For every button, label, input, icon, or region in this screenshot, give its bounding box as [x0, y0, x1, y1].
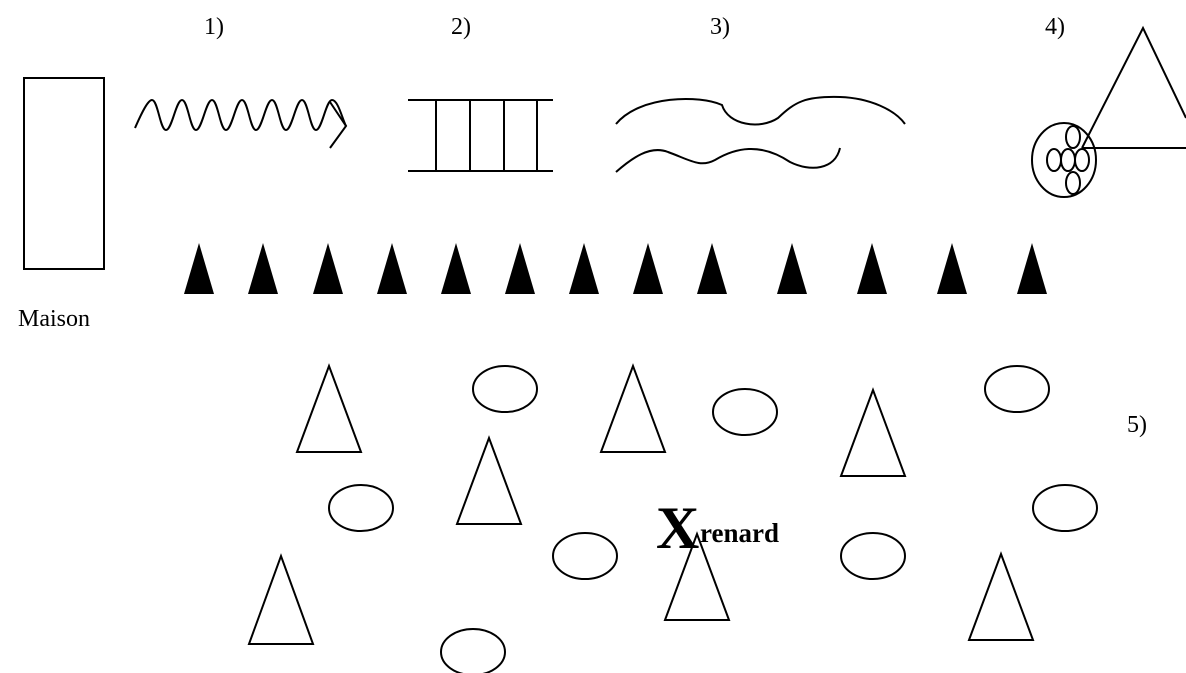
- tree-triangle: [455, 435, 523, 525]
- tree-group: [247, 363, 1035, 645]
- label-symbol-3: 3): [710, 14, 730, 40]
- tree-triangle: [839, 387, 907, 477]
- small-oval: [1060, 148, 1076, 172]
- hedge-triangle: [777, 243, 807, 294]
- fox-label: renard: [700, 518, 779, 548]
- small-oval: [1065, 171, 1081, 195]
- symbol-3-wavy-lines: [615, 95, 906, 173]
- zigzag-line: [134, 98, 347, 132]
- small-oval: [1046, 148, 1062, 172]
- zigzag-arrowhead: [329, 101, 348, 149]
- symbol-4-circle-triangle: [1031, 25, 1186, 198]
- bush-group: [328, 365, 1098, 673]
- hedge-row: [184, 243, 1047, 294]
- symbol-1-zigzag-arrow: [134, 98, 348, 149]
- hedge-triangle: [377, 243, 407, 294]
- hedge-triangle: [633, 243, 663, 294]
- label-symbol-5: 5): [1127, 412, 1147, 438]
- hedge-triangle: [937, 243, 967, 294]
- large-triangle-outline: [1081, 25, 1186, 149]
- bush-oval: [440, 628, 506, 673]
- hedge-triangle: [857, 243, 887, 294]
- hedge-triangle: [184, 243, 214, 294]
- label-symbol-4: 4): [1045, 14, 1065, 40]
- wavy-line-top: [615, 95, 906, 126]
- bush-oval: [472, 365, 538, 413]
- hedge-triangle: [505, 243, 535, 294]
- label-symbol-2: 2): [451, 14, 471, 40]
- hedge-triangle: [441, 243, 471, 294]
- house-label: Maison: [18, 306, 90, 332]
- bush-oval: [712, 388, 778, 436]
- hedge-triangle: [569, 243, 599, 294]
- bush-oval: [552, 532, 618, 580]
- hedge-triangle: [1017, 243, 1047, 294]
- label-symbol-1: 1): [204, 14, 224, 40]
- small-oval: [1074, 148, 1090, 172]
- small-oval: [1065, 125, 1081, 149]
- symbol-2-ladder: [408, 99, 553, 172]
- house-rectangle: [23, 77, 105, 270]
- tree-triangle: [599, 363, 667, 453]
- bush-oval: [840, 532, 906, 580]
- wavy-line-bottom: [615, 147, 841, 173]
- tree-triangle: [295, 363, 363, 453]
- bush-oval: [1032, 484, 1098, 532]
- bush-oval: [984, 365, 1050, 413]
- bush-oval: [328, 484, 394, 532]
- tree-triangle: [663, 531, 731, 621]
- tree-triangle: [247, 553, 315, 645]
- hedge-triangle: [313, 243, 343, 294]
- outer-circle: [1031, 122, 1097, 198]
- hedge-triangle: [248, 243, 278, 294]
- tree-triangle: [967, 551, 1035, 641]
- hedge-triangle: [697, 243, 727, 294]
- fox-position-mark: X: [656, 495, 700, 561]
